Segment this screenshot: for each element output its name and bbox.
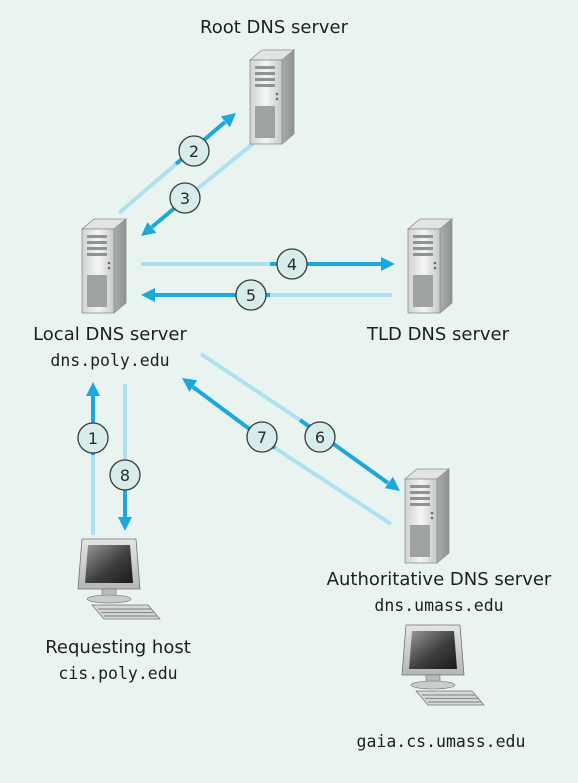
authoritative-server-hostname: dns.umass.edu bbox=[374, 596, 503, 615]
root-server-icon bbox=[249, 49, 295, 145]
step-number: 5 bbox=[246, 286, 256, 305]
step-number: 8 bbox=[120, 466, 130, 485]
requesting-host-computer-icon bbox=[77, 538, 161, 620]
tld-server-label: TLD DNS server bbox=[366, 324, 510, 345]
arrow-step-7 bbox=[182, 378, 393, 526]
step-marker-7: 7 bbox=[246, 421, 278, 453]
step-marker-6: 6 bbox=[304, 421, 336, 453]
step-marker-3: 3 bbox=[169, 182, 201, 214]
tld-server-icon bbox=[407, 218, 453, 314]
local-server-label: Local DNS server bbox=[33, 324, 187, 345]
authoritative-server-label: Authoritative DNS server bbox=[327, 569, 552, 590]
target-host-name: gaia.cs.umass.edu bbox=[357, 732, 526, 751]
step-marker-2: 2 bbox=[178, 135, 210, 167]
step-number: 6 bbox=[315, 428, 325, 447]
step-marker-4: 4 bbox=[276, 248, 308, 280]
requesting-host-label: Requesting host bbox=[45, 637, 191, 658]
step-number: 2 bbox=[189, 142, 199, 161]
step-marker-1: 1 bbox=[77, 422, 109, 454]
root-server-label: Root DNS server bbox=[200, 17, 349, 38]
step-number: 3 bbox=[180, 189, 190, 208]
arrow-step-6 bbox=[199, 352, 400, 491]
authoritative-server-icon bbox=[404, 468, 450, 564]
arrow-step-1 bbox=[86, 382, 100, 535]
step-number: 1 bbox=[88, 429, 98, 448]
local-server-hostname: dns.poly.edu bbox=[50, 351, 169, 370]
step-number: 4 bbox=[287, 255, 297, 274]
step-marker-5: 5 bbox=[235, 279, 267, 311]
step-marker-8: 8 bbox=[109, 459, 141, 491]
step-number: 7 bbox=[257, 428, 267, 447]
arrow-step-8 bbox=[118, 384, 132, 531]
requesting-host-name: cis.poly.edu bbox=[58, 664, 177, 683]
target-host-computer-icon bbox=[401, 624, 485, 706]
arrow-step-4 bbox=[141, 257, 395, 271]
local-server-icon bbox=[81, 218, 127, 314]
